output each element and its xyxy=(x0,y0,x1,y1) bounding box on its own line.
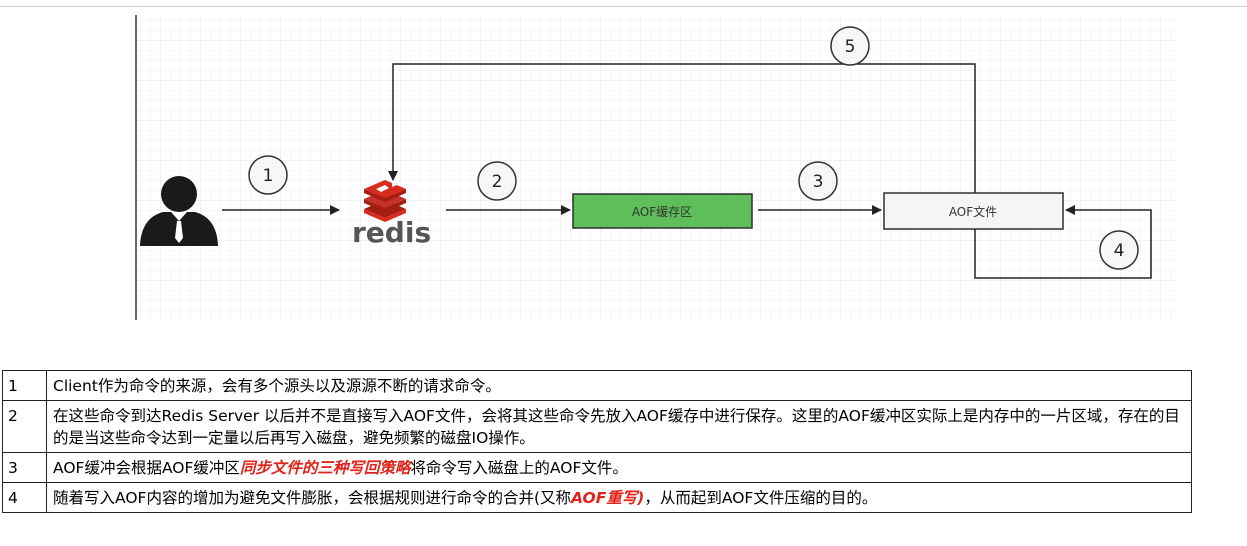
aof-file-label: AOF文件 xyxy=(949,204,997,219)
arrow-file-rewrite-loop xyxy=(974,205,1152,279)
arrow-file-to-redis-loop xyxy=(388,63,976,193)
redis-logo-icon xyxy=(364,180,406,222)
row-text-after: ，从而起到AOF文件压缩的目的。 xyxy=(644,489,878,507)
step-marker-5: 5 xyxy=(830,26,870,66)
row-number: 1 xyxy=(2,370,47,401)
step-marker-4: 4 xyxy=(1099,230,1139,270)
steps-table: 1 Client作为命令的来源，会有多个源头以及源源不断的请求命令。 2 在这些… xyxy=(2,370,1192,513)
redis-logo-text: redis xyxy=(352,216,431,249)
step-label: 1 xyxy=(263,166,274,186)
row-text-after: 将命令写入磁盘上的AOF文件。 xyxy=(410,459,628,477)
row-text-before: 随着写入AOF内容的增加为避免文件膨胀，会根据规则进行命令的合并(又称 xyxy=(53,489,571,507)
row-description: 随着写入AOF内容的增加为避免文件膨胀，会根据规则进行命令的合并(又称AOF重写… xyxy=(46,482,1192,513)
aof-buffer-box xyxy=(572,193,753,229)
table-row: 1 Client作为命令的来源，会有多个源头以及源源不断的请求命令。 xyxy=(2,370,1192,401)
table-row: 4 随着写入AOF内容的增加为避免文件膨胀，会根据规则进行命令的合并(又称AOF… xyxy=(2,482,1192,513)
top-divider xyxy=(0,6,1247,7)
step-marker-2: 2 xyxy=(477,161,517,201)
row-number: 4 xyxy=(2,482,47,513)
aof-buffer-label: AOF缓存区 xyxy=(632,205,692,219)
user-icon xyxy=(140,176,218,246)
aof-file-box xyxy=(883,192,1064,230)
table-row: 2 在这些命令到达Redis Server 以后并不是直接写入AOF文件，会将其… xyxy=(2,400,1192,453)
step-label: 3 xyxy=(813,172,824,192)
step-label: 5 xyxy=(845,37,856,57)
row-description: Client作为命令的来源，会有多个源头以及源源不断的请求命令。 xyxy=(46,370,1192,401)
step-marker-1: 1 xyxy=(248,155,288,195)
grid-background xyxy=(136,15,1176,320)
row-description: 在这些命令到达Redis Server 以后并不是直接写入AOF文件，会将其这些… xyxy=(46,400,1192,453)
aof-flow-diagram: redis AOF缓存区 AOF文件 1 2 3 4 xyxy=(135,15,1176,320)
row-text-emphasis: 同步文件的三种写回策略 xyxy=(239,459,411,477)
step-label: 4 xyxy=(1114,241,1125,261)
row-number: 2 xyxy=(2,400,47,453)
step-marker-3: 3 xyxy=(798,161,838,201)
step-label: 2 xyxy=(492,172,503,192)
row-text-emphasis: AOF重写) xyxy=(571,489,645,507)
row-text-before: AOF缓冲会根据AOF缓冲区 xyxy=(53,459,240,477)
table-row: 3 AOF缓冲会根据AOF缓冲区同步文件的三种写回策略将命令写入磁盘上的AOF文… xyxy=(2,452,1192,483)
row-description: AOF缓冲会根据AOF缓冲区同步文件的三种写回策略将命令写入磁盘上的AOF文件。 xyxy=(46,452,1192,483)
row-number: 3 xyxy=(2,452,47,483)
